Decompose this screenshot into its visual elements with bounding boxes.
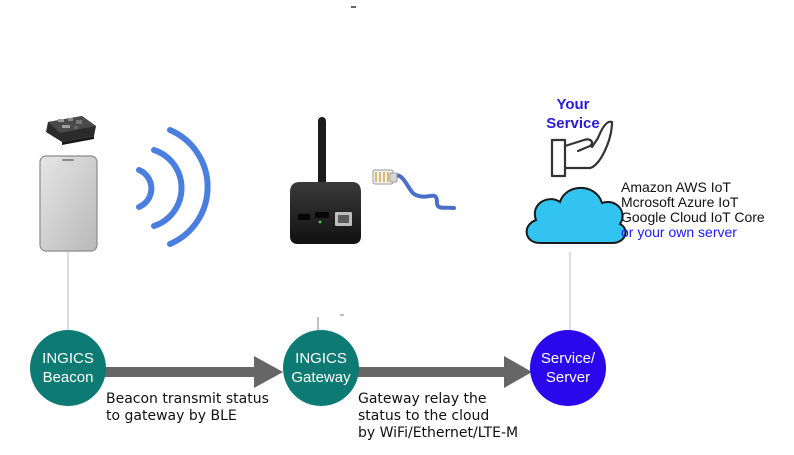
own-server-item: or your own server <box>621 224 737 240</box>
gateway-node-label-line1: INGICS <box>295 350 347 367</box>
ble-signal-icon <box>136 127 211 247</box>
cloud-icon <box>525 187 627 244</box>
gateway-node-label: INGICS Gateway <box>283 349 359 387</box>
gateway-node-label-line2: Gateway <box>291 369 351 386</box>
cloud-provider-item: Mcrosoft Azure IoT <box>621 194 739 210</box>
your-service-line: Your <box>556 96 590 113</box>
cloud-provider-item: Google Cloud IoT Core <box>621 209 765 225</box>
hand-icon <box>550 120 614 178</box>
cloud-provider-list: Amazon AWS IoT Mcrosoft Azure IoT Google… <box>621 180 765 240</box>
cloud-provider-item: Amazon AWS IoT <box>621 179 731 195</box>
caption-line: status to the cloud <box>358 408 490 424</box>
ethernet-cable-icon <box>372 169 456 210</box>
beacon-node-label: INGICS Beacon <box>30 349 106 387</box>
server-node-label: Service/ Server <box>530 349 606 387</box>
caption-line: to gateway by BLE <box>106 408 237 424</box>
beacon-device-icon <box>46 116 96 145</box>
arrow-gateway-to-server <box>356 356 532 388</box>
server-node-label-line1: Service/ <box>540 350 596 367</box>
beacon-node <box>30 330 106 406</box>
caption-beacon-to-gateway: Beacon transmit status to gateway by BLE <box>106 391 269 425</box>
arrow-beacon-to-gateway <box>104 356 283 388</box>
caption-line: by WiFi/Ethernet/LTE-M <box>358 425 519 441</box>
caption-line: Gateway relay the <box>358 391 487 407</box>
caption-gateway-to-server: Gateway relay the status to the cloud by… <box>358 391 518 442</box>
gateway-device-icon <box>290 117 361 244</box>
phone-icon <box>39 155 98 252</box>
your-service-line: Service <box>546 115 600 132</box>
beacon-node-label-line2: Beacon <box>42 369 94 386</box>
server-node <box>530 330 606 406</box>
your-service-label: Your Service <box>533 95 613 133</box>
server-node-label-line2: Server <box>545 369 591 386</box>
beacon-node-label-line1: INGICS <box>42 350 94 367</box>
caption-line: Beacon transmit status <box>106 391 269 407</box>
gateway-node <box>283 330 359 406</box>
